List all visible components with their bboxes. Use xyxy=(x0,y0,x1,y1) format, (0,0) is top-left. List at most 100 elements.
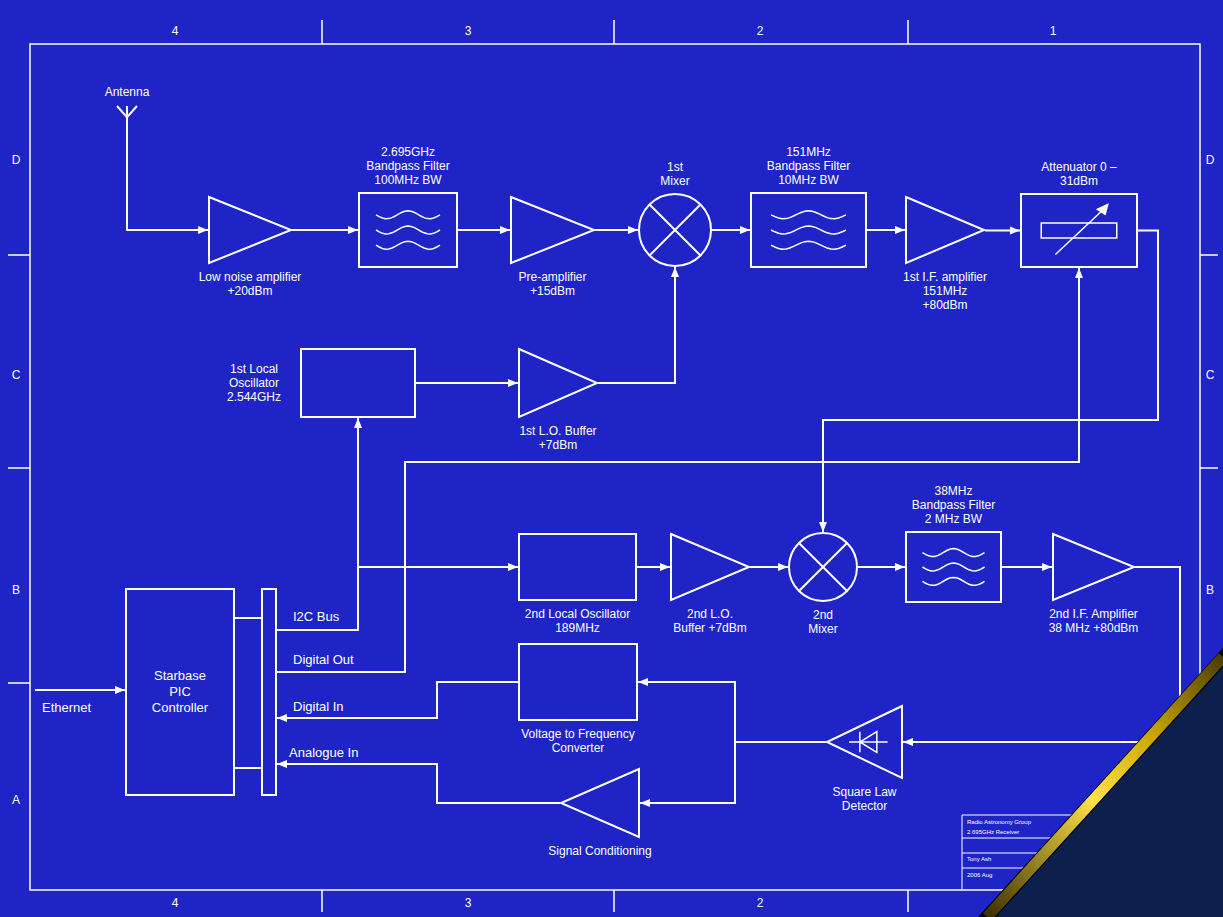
signal-wire xyxy=(416,382,518,384)
node-outline xyxy=(518,533,637,601)
signal-name: Digital In xyxy=(292,699,345,715)
converter-box: Voltage to Frequency Converter xyxy=(518,643,638,721)
component-label: 1st Mixer xyxy=(655,160,695,188)
zone-ticks xyxy=(8,20,1218,912)
node-caption: 1st L.O. Buffer +7dBm xyxy=(516,424,601,452)
component-label: 2.695GHz Bandpass Filter 100MHz BW xyxy=(361,145,456,187)
zone-letter: D xyxy=(12,153,21,167)
component-label: Attenuator 0 – 31dBm xyxy=(1034,160,1124,188)
node-caption: 1st Local Oscillator 2.544GHz xyxy=(218,362,290,404)
signal-wire xyxy=(1002,566,1052,568)
node-outline xyxy=(125,588,277,796)
antenna-symbol: Antenna xyxy=(115,104,139,128)
zone-letter: A xyxy=(12,793,20,807)
oscillator-box: 2nd Local Oscillator 189MHz xyxy=(518,533,637,601)
title-block-text: 2.695GHz Receiver xyxy=(967,829,1019,836)
signal-wire xyxy=(637,566,670,568)
node-caption: Signal Conditioning xyxy=(535,844,665,858)
zone-letter: C xyxy=(1206,368,1215,382)
conditioning-triangle: Signal Conditioning xyxy=(560,768,640,838)
node-outline xyxy=(788,532,858,602)
filter-box: 38MHz Bandpass Filter 2 MHz BW xyxy=(905,531,1002,603)
signal-wire xyxy=(903,567,1180,742)
component-label: 1st I.F. amplifier 151MHz +80dBm xyxy=(900,270,990,312)
component-label: Antenna xyxy=(92,85,162,99)
node-outline xyxy=(518,643,638,721)
signal-wire xyxy=(858,566,905,568)
signal-name: I2C Bus xyxy=(292,609,340,625)
component-label: Pre-amplifier +15dBm xyxy=(505,270,600,298)
node-outline xyxy=(638,193,712,267)
signal-wire xyxy=(277,682,518,718)
amplifier-triangle: Low noise amplifier +20dBm xyxy=(208,196,292,264)
border-frame xyxy=(30,44,1200,890)
shape-outline xyxy=(209,197,291,263)
zone-number: 2 xyxy=(757,24,764,38)
signal-wire xyxy=(127,128,208,230)
component-label: 2nd Mixer xyxy=(803,608,843,636)
signal-wire xyxy=(458,229,510,231)
node-outline xyxy=(1052,533,1135,601)
buffer-triangle: 2nd L.O. Buffer +7dBm xyxy=(670,533,750,601)
curl-back xyxy=(996,667,1223,917)
zone-number: 3 xyxy=(465,24,472,38)
node-caption: 2.695GHz Bandpass Filter 100MHz BW xyxy=(361,145,456,187)
signal-wire xyxy=(823,231,1158,533)
signal-name: Ethernet xyxy=(42,700,91,716)
zone-letter: C xyxy=(12,368,21,382)
node-caption: 1st Mixer xyxy=(655,160,695,188)
node-caption: 2nd L.O. Buffer +7dBm xyxy=(672,607,748,635)
node-caption: 2nd Local Oscillator 189MHz xyxy=(513,607,643,635)
controller-box: Starbase PIC Controller xyxy=(125,588,277,796)
signal-wire xyxy=(277,268,1079,672)
shape-outline xyxy=(1053,534,1134,600)
node-outline xyxy=(518,348,598,418)
shape-outline xyxy=(789,533,857,601)
node-outline xyxy=(510,196,595,264)
node-caption: 1st I.F. amplifier 151MHz +80dBm xyxy=(900,270,990,312)
zone-number: 1 xyxy=(1050,24,1057,38)
zone-number: 4 xyxy=(172,896,179,910)
node-outline xyxy=(905,531,1002,603)
zone-number: 2 xyxy=(757,896,764,910)
shape-outline xyxy=(671,534,749,600)
component-label: Low noise amplifier +20dBm xyxy=(188,270,313,298)
node-caption: Square Law Detector xyxy=(825,785,905,813)
component-label: 1st L.O. Buffer +7dBm xyxy=(516,424,601,452)
curl-edge xyxy=(987,657,1223,917)
shape-outline xyxy=(519,349,597,417)
filter-box: 151MHz Bandpass Filter 10MHz BW xyxy=(750,192,867,268)
node-outline xyxy=(208,196,292,264)
node-outline xyxy=(115,104,139,128)
component-label: 2nd Local Oscillator 189MHz xyxy=(513,607,643,635)
shape-outline xyxy=(511,197,594,263)
component-label: Starbase PIC Controller xyxy=(148,668,213,716)
node-caption: 2nd Mixer xyxy=(803,608,843,636)
component-label: Voltage to Frequency Converter xyxy=(516,727,641,755)
shape-outline xyxy=(639,194,711,266)
zone-letter: B xyxy=(12,583,20,597)
mixer-circle: 2nd Mixer xyxy=(788,532,858,602)
buffer-triangle: 1st L.O. Buffer +7dBm xyxy=(518,348,598,418)
ethernet-arrow xyxy=(35,689,125,691)
signal-wire xyxy=(750,566,788,568)
shape-outline xyxy=(126,589,276,795)
title-block-text: 2006 Aug xyxy=(967,872,992,879)
component-label: 1st Local Oscillator 2.544GHz xyxy=(218,362,290,404)
shape-outline xyxy=(519,644,637,720)
component-label: Square Law Detector xyxy=(825,785,905,813)
component-label: 2nd L.O. Buffer +7dBm xyxy=(672,607,748,635)
node-caption: Pre-amplifier +15dBm xyxy=(505,270,600,298)
node-outline xyxy=(750,192,867,268)
title-block-text: Tony Ash xyxy=(967,856,991,863)
mixer-circle: 1st Mixer xyxy=(638,193,712,267)
component-label: Signal Conditioning xyxy=(535,844,665,858)
detector-symbol: Square Law Detector xyxy=(826,705,903,779)
node-caption: 38MHz Bandpass Filter 2 MHz BW xyxy=(909,484,999,526)
node-caption: Starbase PIC Controller xyxy=(125,588,235,796)
signal-wire xyxy=(867,229,905,231)
signal-name: Digital Out xyxy=(292,652,355,668)
amplifier-triangle: 2nd I.F. Amplifier 38 MHz +80dBm xyxy=(1052,533,1135,601)
